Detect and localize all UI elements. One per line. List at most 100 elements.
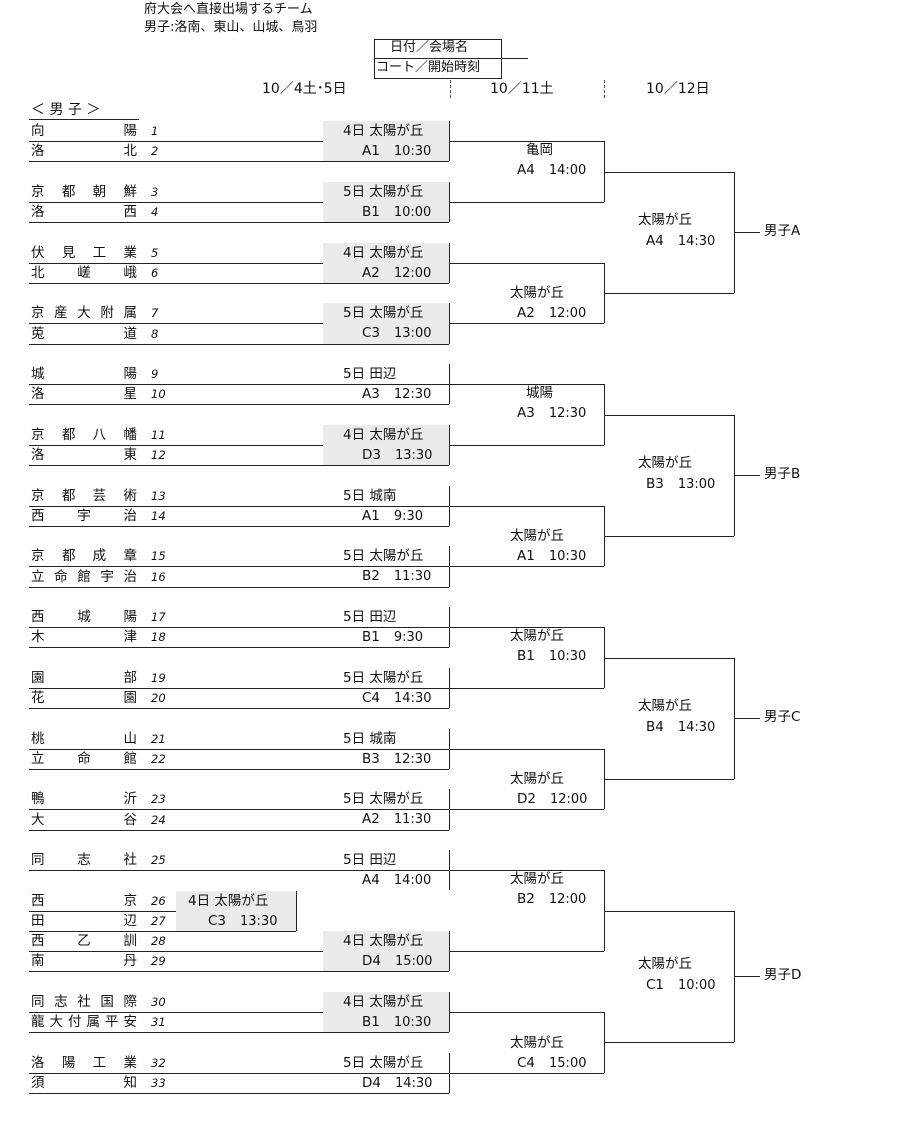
team-name-char: 都: [61, 183, 76, 200]
legend-court-time: コート／開始時刻: [376, 60, 481, 75]
team-name-char: 立: [31, 568, 45, 585]
start-time: 9:30: [393, 630, 424, 645]
team-name-char: 星: [123, 386, 138, 403]
team-number: 2: [151, 144, 159, 159]
team-name: 大谷: [31, 812, 137, 828]
bracket-line: [29, 708, 449, 709]
court: B4: [646, 719, 664, 736]
bracket-line: [449, 951, 604, 953]
team-number: 29: [151, 954, 166, 969]
team-name-char: 館: [123, 750, 138, 767]
match-shading: [323, 181, 449, 222]
legend-date-venue: 日付／会場名: [390, 40, 469, 55]
court: B2: [362, 568, 380, 585]
team-name-char: 莵: [31, 325, 45, 342]
prelim-venue: 4日 太陽が丘: [188, 893, 269, 909]
team-name: 龍大付属平安: [31, 1014, 137, 1030]
team-name-char: 洛: [31, 204, 45, 220]
round2-venue: 城陽: [526, 385, 553, 402]
court: A4: [517, 162, 535, 179]
team-number: 11: [151, 427, 166, 442]
start-time: 9:30: [393, 508, 424, 524]
round2-venue: 太陽が丘: [510, 871, 564, 887]
team-number: 30: [151, 994, 166, 1009]
court: C1: [646, 977, 665, 994]
bracket-line: [604, 293, 734, 294]
bracket-result: 男子B: [764, 466, 801, 483]
team-name-char: 幡: [123, 426, 137, 443]
team-number: 28: [151, 934, 166, 948]
start-time: 10:30: [548, 649, 587, 665]
team-name-char: 鴨: [31, 791, 45, 808]
match-venue: 5日 太陽が丘: [343, 1054, 424, 1071]
bracket-line: [29, 262, 449, 264]
team-name-char: 平: [105, 1014, 119, 1030]
team-name-char: 谷: [123, 811, 138, 828]
team-name: 洛星: [31, 386, 137, 402]
bracket-line: [29, 1092, 449, 1094]
match-venue: 4日 太陽が丘: [343, 244, 424, 261]
bracket-line: [29, 931, 296, 932]
bracket-line: [449, 323, 604, 325]
start-time: 14:30: [394, 690, 432, 706]
court: A1: [362, 507, 380, 524]
team-name-char: 産: [54, 305, 68, 322]
team-name-char: 園: [31, 669, 45, 686]
match-venue: 5日 太陽が丘: [343, 548, 424, 565]
bracket-line: [29, 201, 449, 203]
bracket-line: [29, 647, 449, 649]
team-name-char: 属: [123, 305, 138, 322]
bracket-line: [604, 779, 734, 780]
bracket-line: [29, 1072, 449, 1074]
team-name-char: 命: [77, 750, 91, 767]
team-name-char: 北: [123, 143, 138, 160]
court: B1: [362, 1013, 380, 1030]
team-name-char: 京: [31, 487, 45, 504]
bracket-line: [449, 1011, 604, 1013]
match-shading: [323, 424, 449, 465]
team-name-char: 大: [31, 811, 45, 828]
team-name: 城陽: [31, 366, 137, 382]
team-name: 向陽: [31, 123, 137, 139]
start-time: 14:00: [548, 163, 587, 179]
court: D4: [362, 953, 381, 969]
team-number: 22: [151, 751, 166, 766]
match-venue: 4日 太陽が丘: [343, 426, 424, 443]
team-name-char: 城: [77, 609, 91, 625]
bracket-line: [449, 809, 604, 811]
team-name-char: 安: [123, 1014, 138, 1030]
qualified-note-line1: 府大会へ直接出場するチーム: [144, 2, 313, 17]
court: A2: [362, 264, 380, 281]
team-name-char: 須: [31, 1074, 45, 1091]
start-time: 11:30: [393, 812, 432, 828]
bracket-line: [29, 141, 449, 142]
team-name: 田辺: [31, 913, 137, 929]
court: A3: [517, 405, 535, 422]
team-number: 33: [151, 1075, 166, 1090]
team-name: 園部: [31, 670, 137, 686]
team-name-char: 沂: [123, 791, 138, 808]
start-time: 10:30: [548, 549, 587, 565]
team-number: 18: [151, 630, 166, 645]
bracket-line: [29, 971, 449, 973]
team-name-char: 東: [123, 447, 138, 463]
team-name-char: 陽: [123, 123, 138, 139]
team-number: 10: [151, 387, 166, 402]
team-name-char: 部: [123, 669, 138, 686]
bracket-line: [29, 586, 449, 588]
bracket-line: [734, 976, 760, 978]
team-number: 13: [151, 488, 166, 503]
team-number: 19: [151, 670, 166, 685]
team-name: 桃山: [31, 731, 137, 747]
bracket-line: [29, 1032, 449, 1033]
team-name: 南丹: [31, 953, 137, 969]
team-number: 26: [151, 894, 166, 908]
bracket-line: [449, 566, 604, 568]
team-name-char: 業: [123, 244, 137, 261]
